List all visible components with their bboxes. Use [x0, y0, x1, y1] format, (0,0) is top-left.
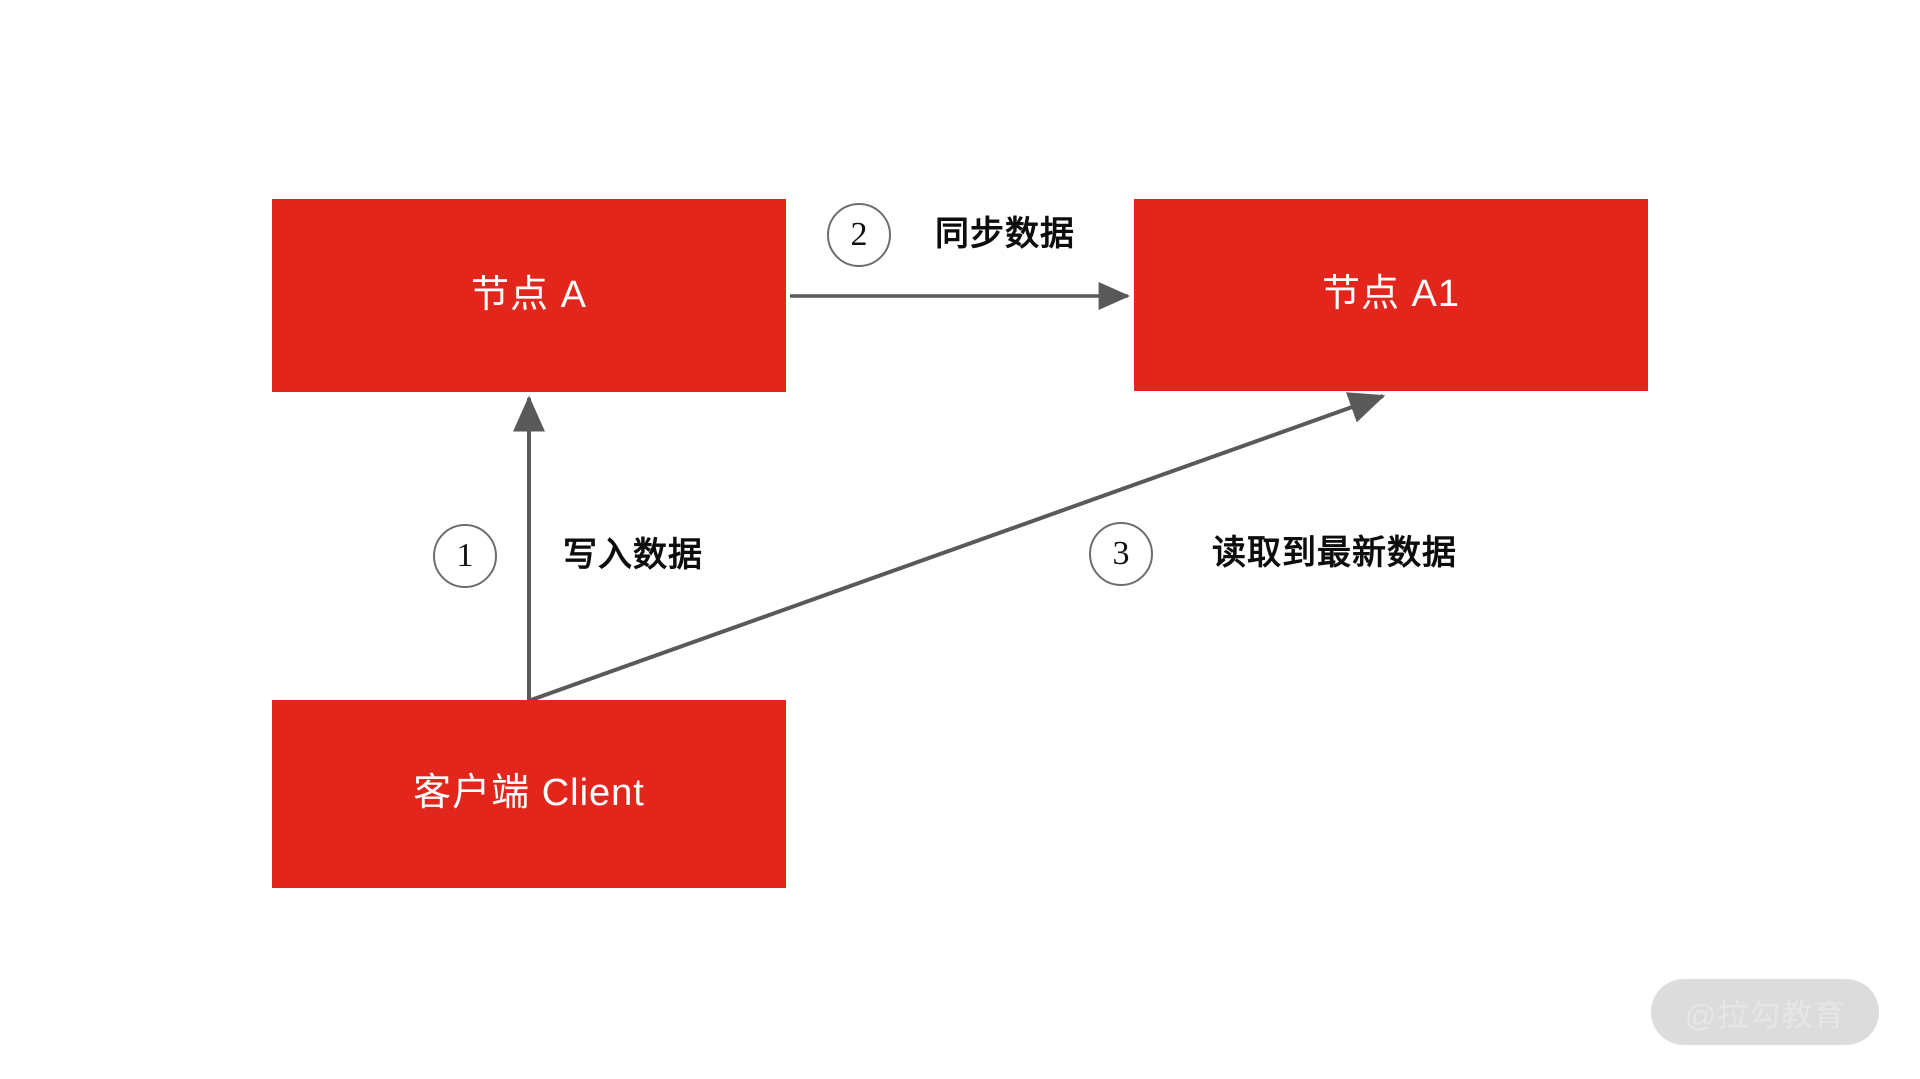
node-label-node-a: 节点 A: [471, 273, 587, 316]
step-caption-1: 写入数据: [563, 536, 703, 574]
step-badge-2: 2: [827, 203, 891, 267]
step-number-3: 3: [1112, 535, 1130, 572]
node-label-node-a1: 节点 A1: [1321, 273, 1461, 316]
node-box-node-a[interactable]: 节点 A: [272, 199, 786, 392]
node-box-node-a1[interactable]: 节点 A1: [1134, 199, 1648, 391]
step-caption-2: 同步数据: [935, 215, 1075, 253]
node-label-client: 客户端 Client: [413, 772, 645, 815]
watermark-text: @拉勾教育: [1684, 997, 1846, 1033]
step-caption-3: 读取到最新数据: [1212, 534, 1457, 572]
step-number-2: 2: [850, 216, 868, 253]
node-box-client[interactable]: 客户端 Client: [272, 700, 786, 888]
step-number-1: 1: [456, 537, 474, 574]
step-badge-1: 1: [433, 524, 497, 588]
step-badge-3: 3: [1089, 522, 1153, 586]
watermark-badge: @拉勾教育: [1651, 979, 1879, 1045]
